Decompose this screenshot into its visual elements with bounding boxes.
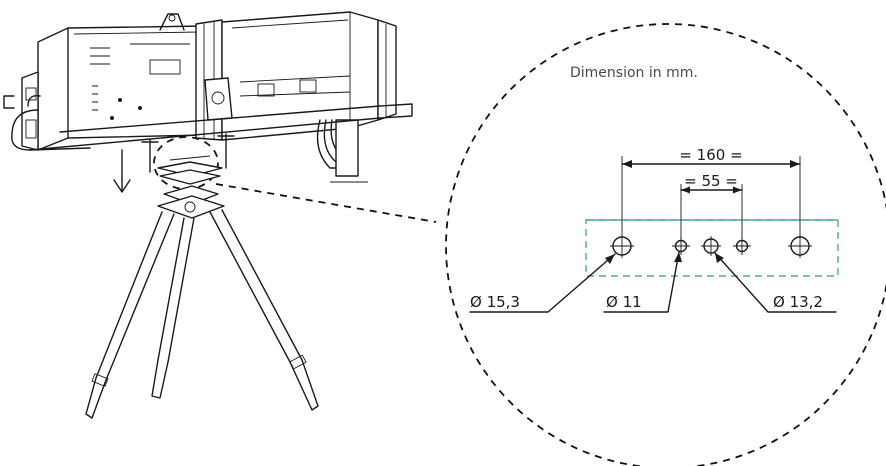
hole-label-15-3: Ø 15,3 [470,293,520,311]
hole-label-11: Ø 11 [606,293,642,311]
detail-view: Dimension in mm. = 160 = = 55 = [445,23,886,466]
tripod [85,185,319,419]
overall-span-label: = 160 = [679,146,742,164]
hole-small-left [672,237,690,255]
detail-leader-line [215,183,437,223]
hole-large-right [788,234,812,258]
followspot-fixture [3,11,413,183]
hole-large-left [610,234,634,258]
detail-circle [445,23,886,466]
inner-span-label: = 55 = [684,172,738,190]
dimension-note: Dimension in mm. [570,65,698,81]
yoke-mount [113,133,235,193]
hole-small-right [733,237,751,255]
hole-label-13-2: Ø 13,2 [773,293,823,311]
hole-medium [701,236,721,256]
